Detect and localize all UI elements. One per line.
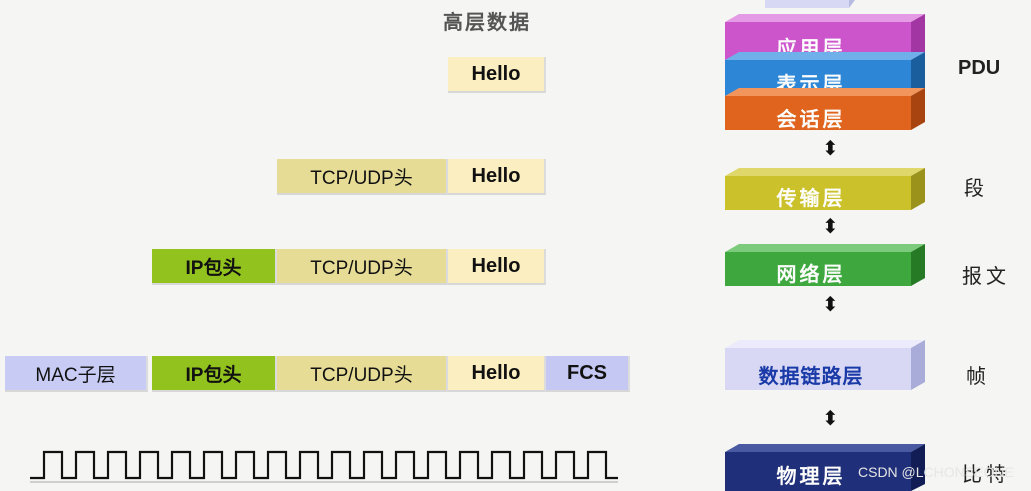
bit-label: 比特 [962, 462, 1010, 486]
double-arrow-icon: ⬍ [822, 214, 839, 238]
physical-layer: 物理层 [725, 444, 935, 491]
tcp-udp-header-block: TCP/UDP头 [277, 356, 448, 392]
fcs-block: FCS [546, 356, 630, 392]
top-partial-block [765, 0, 855, 8]
hello-block: Hello [448, 249, 546, 285]
mac-sublayer-block: MAC子层 [5, 356, 148, 392]
double-arrow-icon: ⬍ [822, 292, 839, 316]
transport-layer-label: 传输层 [776, 186, 846, 210]
segment-label: 段 [964, 176, 984, 200]
network-layer: 网络层 [725, 244, 935, 290]
tcp-udp-header-block: TCP/UDP头 [277, 159, 448, 195]
pdu-label: PDU [958, 57, 1001, 79]
data-link-layer: 数据链路层 [725, 340, 935, 394]
tcp-udp-header-block: TCP/UDP头 [277, 249, 448, 285]
data-link-layer-label: 数据链路层 [758, 364, 864, 388]
diagram-title: 高层数据 [443, 10, 531, 34]
network-layer-label: 网络层 [776, 262, 846, 286]
double-arrow-icon: ⬍ [822, 136, 839, 160]
watermark: CSDN @LCHONSEONE [858, 464, 1014, 480]
transport-layer: 传输层 [725, 168, 935, 214]
hello-block: Hello [448, 159, 546, 195]
packet-label: 报文 [962, 264, 1010, 288]
ip-header-block: IP包头 [152, 249, 277, 285]
session-layer: 会话层 [725, 88, 935, 132]
physical-layer-label: 物理层 [776, 464, 846, 488]
hello-block: Hello [448, 356, 546, 392]
hello-block: Hello [448, 57, 546, 93]
double-arrow-icon: ⬍ [822, 406, 839, 430]
session-layer-label: 会话层 [776, 107, 846, 131]
ip-header-block: IP包头 [152, 356, 277, 392]
frame-label: 帧 [966, 364, 986, 388]
bit-stream-wave [30, 450, 618, 483]
